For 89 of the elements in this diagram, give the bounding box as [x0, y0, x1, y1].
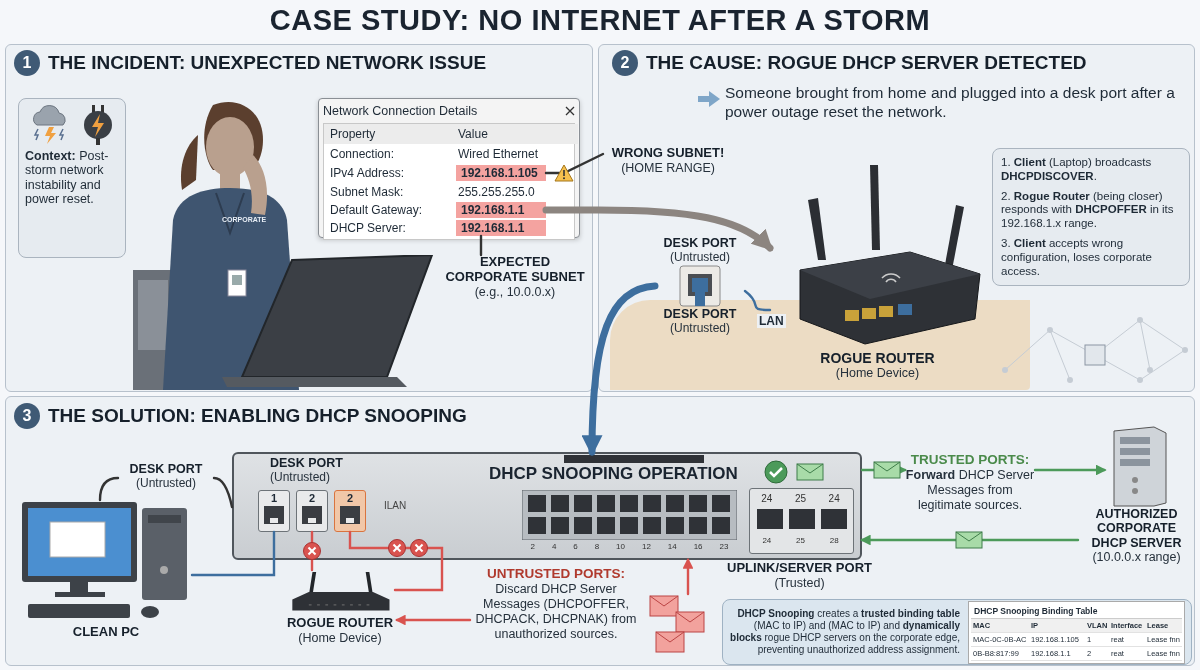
- arrow: [542, 206, 774, 252]
- rule-text: Forward DHCP Server Messages from legitimate sources.: [905, 467, 1035, 513]
- network-switch: [232, 452, 862, 560]
- table-cell-text: 255.255.255.0: [457, 184, 536, 200]
- port-note: (Untrusted): [670, 250, 730, 265]
- info-card: [722, 599, 1192, 665]
- port-number: 2: [530, 543, 535, 551]
- port-number: 24: [761, 494, 773, 504]
- port-number: 25: [796, 537, 805, 545]
- context-card: [18, 98, 126, 258]
- port-number: 24: [828, 494, 840, 504]
- table-header: Value: [452, 124, 578, 144]
- rule-heading: TRUSTED PORTS:: [910, 452, 1030, 468]
- arrow: [682, 557, 694, 596]
- port-number: 24: [762, 537, 772, 545]
- lead-text: Someone brought from home and plugged into a desk port after a power outage reset the network.: [725, 84, 1176, 122]
- step-text: 2. Rogue Router (being closer) responds with DHCPOFFER in its 192.168.1.x range.: [1001, 189, 1175, 231]
- steps-callout: [992, 148, 1190, 287]
- switch-port: [258, 490, 290, 532]
- rule-text: Discard DHCP Server Messages (DHCPOFFER, DHCPACK, DHCPNAK) from unauthorized sources.: [474, 581, 638, 642]
- port-number: 6: [573, 543, 578, 551]
- port-number: 4: [551, 543, 557, 551]
- section-heading: THE INCIDENT: UNEXPECTED NETWORK ISSUE: [48, 52, 487, 74]
- device-label: CLEAN PC: [72, 625, 140, 640]
- callout-heading: WRONG SUBNET!: [611, 146, 725, 161]
- leader-line: [544, 152, 605, 175]
- step-text: 1. Client (Laptop) broadcasts DHCPDISCOVER.: [1001, 156, 1153, 184]
- switch-title: DHCP SNOOPING OPERATION: [489, 464, 738, 484]
- device-note: (10.0.0.x range): [1092, 550, 1181, 566]
- switch-port: [296, 490, 328, 532]
- port-number: 23: [719, 543, 729, 551]
- port-number: 10: [616, 543, 625, 551]
- leader-line: [479, 234, 483, 257]
- callout-note: (HOME RANGE): [621, 160, 715, 176]
- port-label: DESK PORT: [270, 456, 343, 471]
- leader-line: [190, 530, 276, 577]
- switch-port: [334, 490, 366, 532]
- highlighted-value: 192.168.1.1: [456, 202, 546, 218]
- port-note: (Trusted): [774, 575, 825, 591]
- port-note: (Untrusted): [136, 476, 196, 491]
- section-heading: THE CAUSE: ROGUE DHCP SERVER DETECTED: [646, 52, 1087, 74]
- arrow: [581, 282, 659, 457]
- port-note: (Untrusted): [270, 470, 332, 485]
- port-number: 12: [641, 543, 651, 551]
- port-note: (Untrusted): [670, 321, 730, 336]
- page-title: CASE STUDY: NO INTERNET AFTER A STORM: [268, 4, 932, 37]
- table-cell-text: Subnet Mask:: [329, 184, 405, 200]
- table-cell-text: Default Gateway:: [329, 202, 424, 218]
- port-number: 8: [594, 543, 600, 551]
- highlighted-value: 192.168.1.105: [456, 165, 546, 181]
- port-label: DESK PORT: [129, 462, 203, 477]
- table-cell-text: Connection:: [329, 146, 396, 162]
- table-cell-text: DHCP Server:: [329, 220, 407, 236]
- port-number: 16: [693, 543, 703, 551]
- device-label: ROGUE ROUTER: [286, 616, 394, 631]
- edge-label: LAN: [757, 314, 786, 328]
- callout-heading: EXPECTED CORPORATE SUBNET: [444, 255, 586, 285]
- device-label: ROGUE ROUTER: [820, 350, 935, 367]
- leader-line: [348, 530, 444, 592]
- dialog-window: [318, 98, 580, 238]
- port-number: 14: [667, 543, 677, 551]
- context-note: Context: Post-storm network instability and power reset.: [25, 149, 110, 207]
- device-note: (Home Device): [298, 630, 382, 646]
- port-label: ILAN: [384, 500, 407, 511]
- port-number: 28: [829, 537, 839, 545]
- device-label: AUTHORIZED CORPORATE DHCP SERVER: [1090, 507, 1183, 551]
- port-number: 2: [346, 491, 354, 505]
- arrow: [394, 614, 472, 626]
- port-label: DESK PORT: [663, 306, 737, 322]
- info-text: DHCP Snooping creates a trusted binding table (MAC to IP) and (MAC to IP) and dynamically blocks rogue DHCP servers on the corporate edge, preventing unauthorized address assignment.: [729, 608, 960, 656]
- port-number: 1: [270, 491, 278, 505]
- window-title: Network Connection Details: [323, 104, 478, 118]
- table-cell-text: IPv4 Address:: [329, 165, 406, 182]
- step-text: 3. Client accepts wrong configuration, loses corporate access.: [1001, 237, 1153, 279]
- port-label: UPLINK/SERVER PORT: [727, 561, 872, 576]
- port-number: 25: [794, 494, 807, 504]
- device-note: (Home Device): [835, 366, 920, 382]
- section-heading: THE SOLUTION: ENABLING DHCP SNOOPING: [48, 405, 467, 427]
- port-number: 2: [308, 491, 316, 505]
- highlighted-value: 192.168.1.1: [456, 220, 546, 236]
- arrow: [1033, 464, 1107, 476]
- table-header: Property: [324, 124, 452, 144]
- table-title: DHCP Snooping Binding Table: [971, 603, 1182, 619]
- rule-heading: UNTRUSTED PORTS:: [487, 566, 625, 582]
- binding-table: [968, 600, 1185, 664]
- leader-line: [212, 476, 234, 509]
- table-cell-text: Wired Ethernet: [457, 146, 540, 162]
- callout-note: (e.g., 10.0.0.x): [474, 284, 556, 300]
- port-label: DESK PORT: [663, 236, 737, 251]
